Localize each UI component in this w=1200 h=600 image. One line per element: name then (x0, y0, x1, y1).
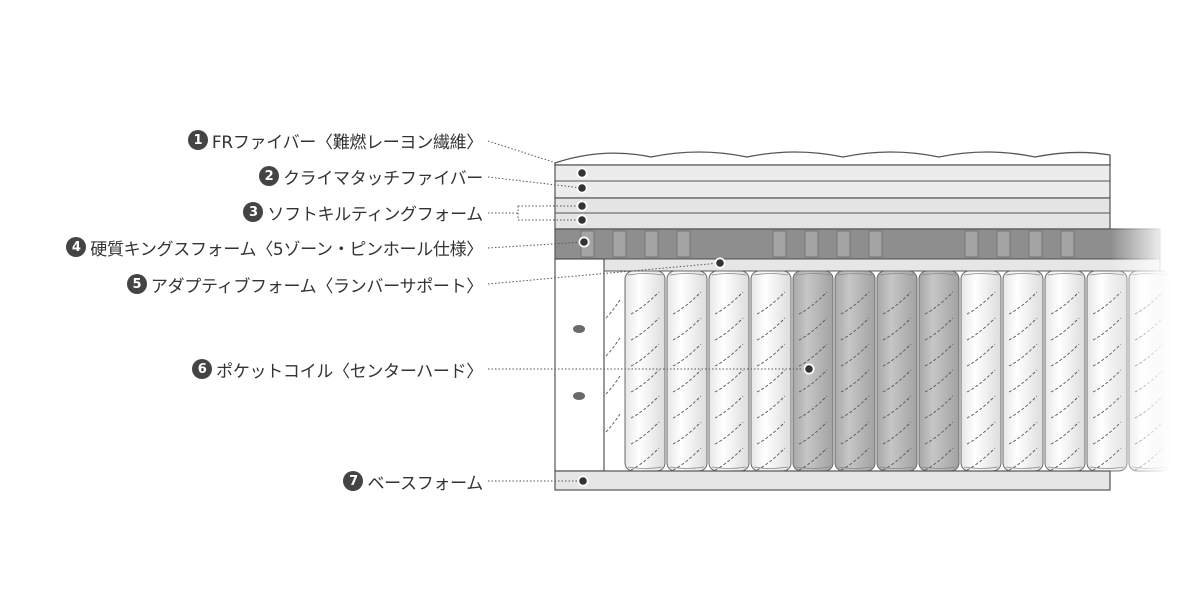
layer-adaptive-foam (603, 258, 1161, 272)
pocket-coil-hard (876, 270, 918, 472)
label-text: ポケットコイル〈センターハード〉 (216, 361, 483, 382)
zone-block (612, 230, 627, 258)
frame-vent-hole (573, 392, 585, 400)
coil-spring (1050, 291, 1080, 471)
marker-dot (578, 216, 586, 224)
pocket-coil (750, 270, 792, 472)
label-fr-fiber: 1 FRファイバー〈難燃レーヨン繊維〉 (187, 128, 483, 153)
marker-dot (805, 365, 813, 373)
number-badge: 4 (66, 237, 87, 257)
label-climatouch-fiber: 2 クライマタッチファイバー (258, 164, 483, 189)
coil-spring (1092, 291, 1122, 471)
coil-spring (882, 291, 912, 471)
label-text: クライマタッチファイバー (282, 168, 483, 189)
zone-block (644, 230, 659, 258)
coil-spring (966, 291, 996, 471)
coil-spring (714, 291, 744, 471)
layer-base-foam (554, 470, 1111, 491)
zone-block (964, 230, 979, 258)
layer-pocket-coil-frame (554, 258, 605, 472)
zone-block (676, 230, 691, 258)
pocket-coil (960, 270, 1002, 472)
pocket-coil-hard (918, 270, 960, 472)
leader-line (487, 262, 721, 285)
coil-spring (924, 291, 954, 471)
coil-spring (672, 291, 702, 471)
coil-spring (756, 291, 786, 471)
label-text: ベースフォーム (367, 473, 483, 494)
coil-spring (1008, 291, 1038, 471)
marker-dot (716, 259, 724, 267)
number-badge: 2 (258, 166, 279, 186)
label-hard-kings-foam: 4 硬質キングスフォーム〈5ゾーン・ピンホール仕様〉 (66, 235, 483, 260)
label-adaptive-foam: 5 アダプティブフォーム〈ランバーサポート〉 (126, 272, 483, 297)
frame-vent-hole (573, 325, 585, 333)
marker-dot (578, 202, 586, 210)
zone-block (1028, 230, 1043, 258)
leader-line (487, 140, 557, 164)
label-text: 硬質キングスフォーム〈5ゾーン・ピンホール仕様〉 (90, 239, 483, 260)
zone-block (772, 230, 787, 258)
label-text: アダプティブフォーム〈ランバーサポート〉 (150, 276, 483, 297)
number-badge: 7 (343, 471, 364, 491)
leader-line (488, 205, 582, 221)
label-text: ソフトキルティングフォーム (267, 204, 483, 225)
coil-spring (630, 291, 660, 471)
zone-block (836, 230, 851, 258)
pocket-coil-hard (834, 270, 876, 472)
pocket-coil (1044, 270, 1086, 472)
number-badge: 5 (126, 274, 147, 294)
zone-block (1060, 230, 1075, 258)
marker-dot (578, 184, 586, 192)
label-base-foam: 7 ベースフォーム (343, 469, 483, 494)
number-badge: 6 (192, 359, 213, 379)
number-badge: 3 (243, 202, 264, 222)
label-pocket-coil: 6 ポケットコイル〈センターハード〉 (192, 357, 483, 382)
marker-dot (580, 238, 588, 246)
zone-block (804, 230, 819, 258)
marker-dot (578, 169, 586, 177)
zone-block (996, 230, 1011, 258)
pocket-coil (666, 270, 708, 472)
label-text: FRファイバー〈難燃レーヨン繊維〉 (211, 132, 483, 153)
marker-dot (579, 477, 587, 485)
coil-spring (798, 291, 828, 471)
number-badge: 1 (187, 130, 208, 150)
pocket-coil (1002, 270, 1044, 472)
label-soft-quilting-foam: 3 ソフトキルティングフォーム (243, 200, 483, 225)
zone-block (868, 230, 883, 258)
pocket-coil (624, 270, 666, 472)
layer-fr-fiber (554, 151, 1111, 166)
coil-spring (840, 291, 870, 471)
pocket-coil (708, 270, 750, 472)
